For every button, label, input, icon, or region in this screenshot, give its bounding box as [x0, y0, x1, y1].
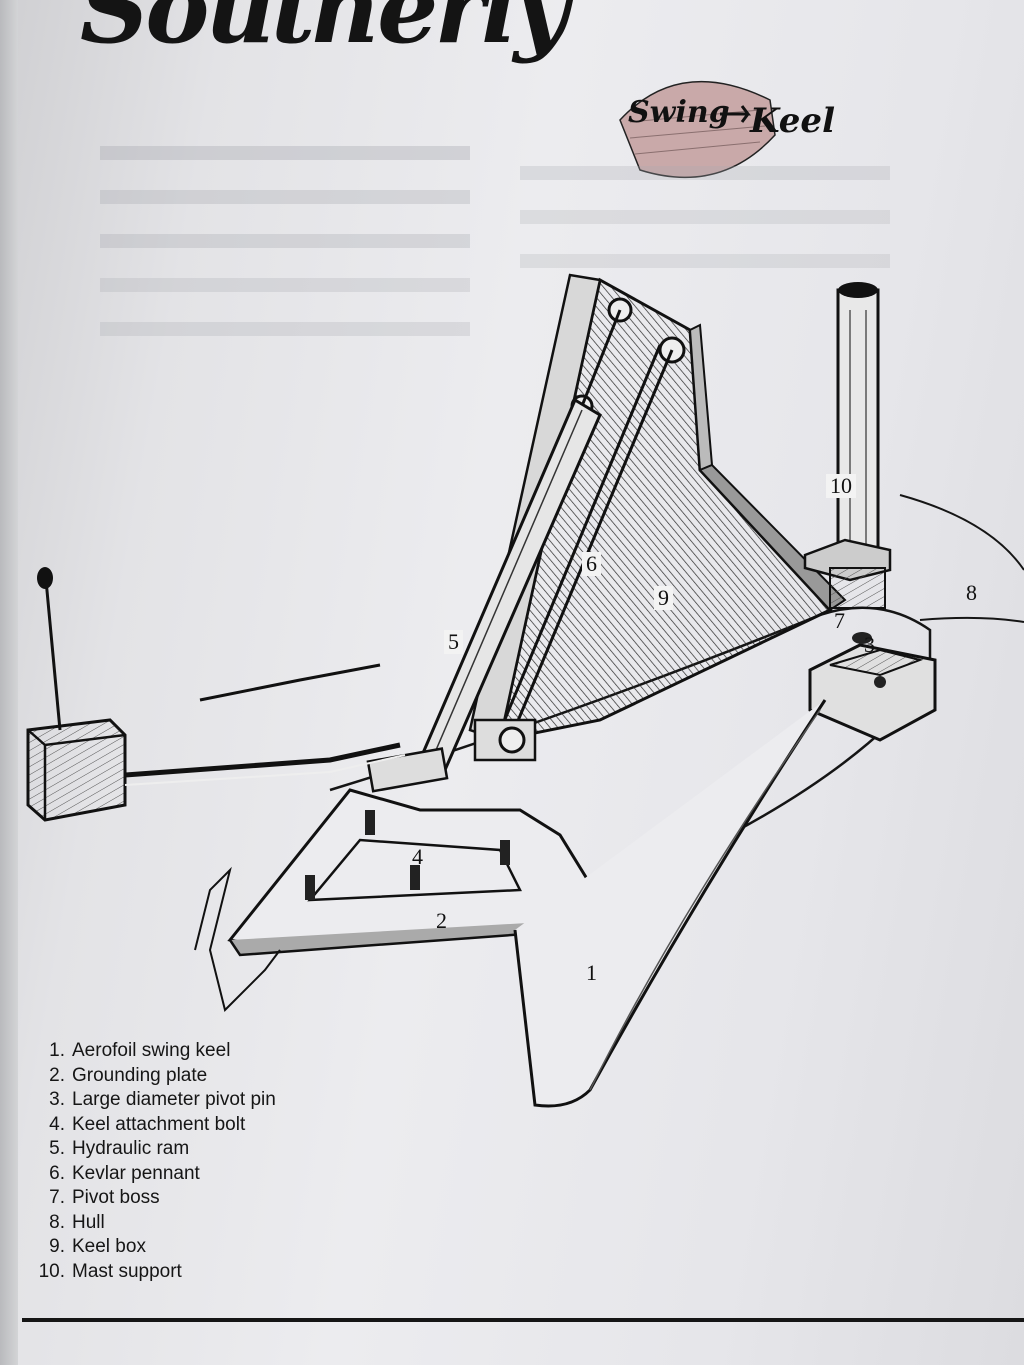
swing-keel-logo: Swing Keel: [619, 80, 835, 179]
kevlar-pennant: [496, 344, 674, 741]
pivot-boss: [808, 632, 937, 742]
callout-8: 8: [966, 580, 977, 605]
swing-keel-diagram: [26, 273, 1024, 1108]
break-line: [194, 866, 281, 1012]
callout-6: 6: [582, 552, 601, 576]
legend-item: 10.Mast support: [38, 1260, 182, 1282]
legend-item: 9.Keel box: [49, 1236, 146, 1257]
callout-3: 3: [864, 632, 875, 657]
masthead-title: Southerly: [80, 0, 569, 65]
logo-emblem-icon: [619, 80, 776, 179]
keel-attachment-bolts: [305, 810, 510, 900]
hydraulic-line: [124, 742, 401, 778]
svg-text:Swing: Swing: [628, 95, 730, 130]
callout-9: 9: [654, 586, 673, 610]
callout-5: 5: [444, 630, 463, 654]
parts-legend: 1.Aerofoil swing keel 2.Grounding plate …: [8, 1040, 276, 1285]
aerofoil-swing-keel: [513, 699, 827, 1108]
mast-support: [803, 282, 892, 609]
legend-item: 3.Large diameter pivot pin: [49, 1089, 276, 1110]
svg-text:Keel: Keel: [749, 101, 835, 141]
page-edge: [0, 0, 18, 1365]
legend-item: 1.Aerofoil swing keel: [49, 1040, 231, 1061]
legend-item: 5.Hydraulic ram: [49, 1138, 190, 1159]
callout-1: 1: [586, 960, 597, 985]
hull-outline: [899, 494, 1024, 571]
bottom-rule: [22, 1318, 1024, 1322]
show-through-column-right: [520, 140, 890, 298]
legend-item: 6.Kevlar pennant: [49, 1162, 200, 1184]
callout-7: 7: [834, 608, 845, 633]
callout-4: 4: [412, 844, 423, 869]
legend-item: 4.Keel attachment bolt: [49, 1113, 246, 1135]
legend-item: 7.Pivot boss: [49, 1187, 160, 1208]
callout-2: 2: [436, 908, 447, 933]
legend-item: 8.Hull: [49, 1211, 105, 1233]
grounding-plate: [227, 788, 602, 957]
hydraulic-pump: [26, 567, 127, 822]
show-through-column-left: [100, 120, 470, 366]
legend-item: 2.Grounding plate: [49, 1064, 208, 1086]
callout-10: 10: [826, 474, 856, 498]
hull-waterline: [919, 616, 1024, 623]
